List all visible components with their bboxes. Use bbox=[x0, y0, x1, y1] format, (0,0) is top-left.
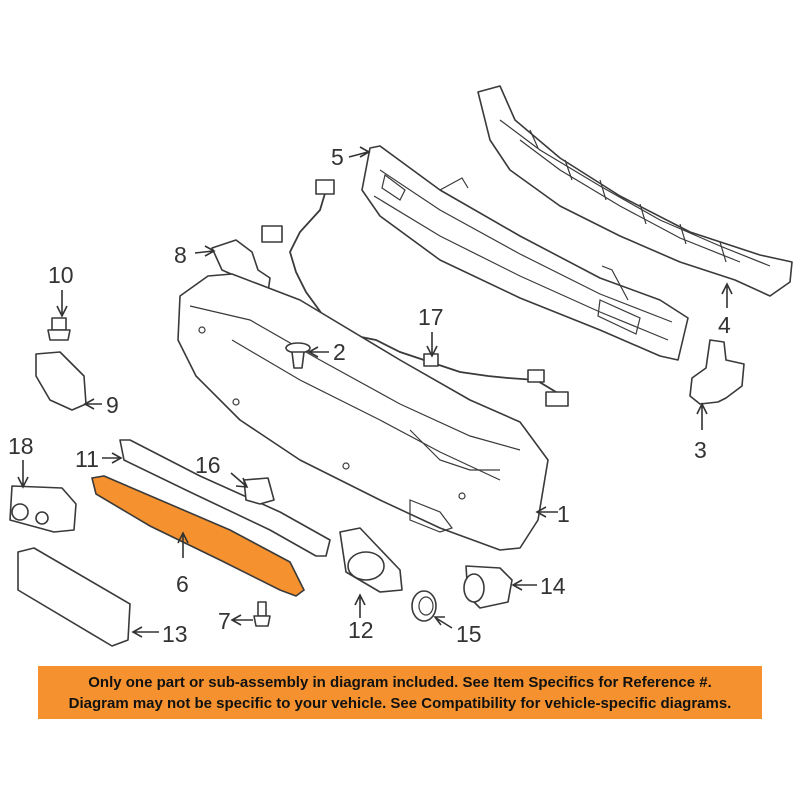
part-12-bezel bbox=[339, 527, 403, 593]
callout-8: 8 bbox=[174, 242, 187, 268]
part-16-bracket bbox=[243, 477, 275, 505]
leader-lines bbox=[17, 146, 733, 638]
part-18-camera bbox=[9, 485, 77, 533]
part-5-reinforcement bbox=[361, 145, 689, 361]
callout-1: 1 bbox=[557, 501, 570, 527]
part-1-bumper-cover bbox=[177, 273, 549, 551]
callout-10: 10 bbox=[48, 262, 74, 288]
callout-4: 4 bbox=[718, 312, 731, 338]
callout-3: 3 bbox=[694, 437, 707, 463]
callout-17: 17 bbox=[418, 304, 444, 330]
callout-labels: 1 2 3 4 5 6 7 8 9 10 11 12 13 14 15 16 1… bbox=[8, 144, 731, 647]
part-6-molding bbox=[91, 475, 306, 597]
part-2-clip bbox=[285, 342, 311, 369]
callout-7: 7 bbox=[218, 608, 231, 634]
notice-line-2: Diagram may not be specific to your vehi… bbox=[68, 695, 732, 712]
part-14-sensor bbox=[463, 565, 513, 609]
notice-line-1: Only one part or sub-assembly in diagram… bbox=[88, 674, 712, 691]
part-15-ring bbox=[411, 590, 437, 622]
part-13-plate-bracket bbox=[17, 547, 131, 647]
callout-16: 16 bbox=[195, 452, 221, 478]
notice-banner: Only one part or sub-assembly in diagram… bbox=[38, 666, 762, 719]
part-7-screw bbox=[253, 601, 271, 627]
callout-12: 12 bbox=[348, 617, 374, 643]
part-10-bolt bbox=[47, 317, 71, 341]
part-9-bracket bbox=[35, 351, 87, 411]
callout-5: 5 bbox=[331, 144, 344, 170]
part-4-absorber bbox=[477, 85, 793, 297]
callout-18: 18 bbox=[8, 433, 34, 459]
callout-13: 13 bbox=[162, 621, 188, 647]
callout-11: 11 bbox=[75, 446, 99, 472]
callout-2: 2 bbox=[333, 339, 346, 365]
part-11-grille bbox=[119, 439, 331, 557]
part-3-bracket bbox=[689, 339, 745, 405]
callout-6: 6 bbox=[176, 571, 189, 597]
callout-14: 14 bbox=[540, 573, 566, 599]
callout-9: 9 bbox=[106, 392, 119, 418]
callout-15: 15 bbox=[456, 621, 482, 647]
